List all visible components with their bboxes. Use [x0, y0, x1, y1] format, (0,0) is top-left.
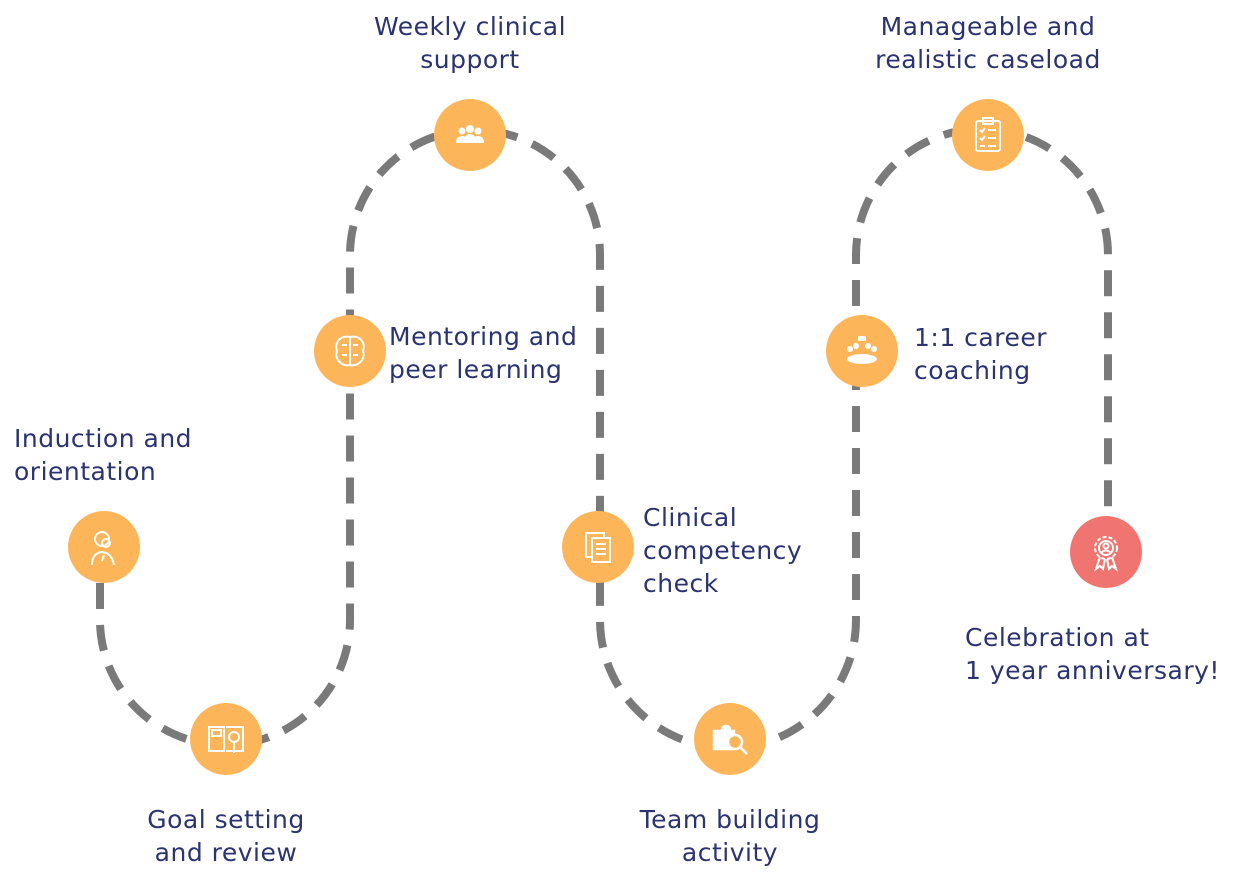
step-node-team-building [694, 703, 766, 775]
puzzle-magnifier-icon [712, 724, 748, 755]
step-label-career-coaching: 1:1 career coaching [914, 323, 1048, 385]
step-node-induction [68, 511, 140, 583]
award-ribbon-icon [1094, 536, 1118, 572]
step-label-team-building: Team building activity [639, 805, 821, 867]
step-label-weekly-support: Weekly clinical support [373, 12, 567, 74]
documents-icon [585, 532, 611, 563]
step-label-goal-setting: Goal setting and review [147, 805, 305, 867]
clipboard-checklist-icon [975, 117, 1001, 152]
step-label-celebration: Celebration at 1 year anniversary! [965, 623, 1220, 685]
step-label-caseload: Manageable and realistic caseload [875, 12, 1101, 74]
step-label-competency-check: Clinical competency check [643, 503, 803, 598]
step-node-caseload [952, 99, 1024, 171]
person-magnifier-icon [91, 531, 115, 566]
step-node-goal-setting [190, 703, 262, 775]
step-node-celebration [1070, 516, 1142, 588]
group-icon [456, 125, 484, 143]
step-node-competency-check [562, 511, 634, 583]
step-label-mentoring: Mentoring and peer learning [389, 322, 578, 384]
step-label-induction: Induction and orientation [14, 424, 193, 486]
brain-icon [335, 335, 365, 367]
book-magnifier-icon [208, 726, 244, 753]
step-node-career-coaching [826, 315, 898, 387]
meeting-table-icon [847, 336, 877, 364]
step-node-weekly-support [434, 99, 506, 171]
step-node-mentoring [314, 315, 386, 387]
